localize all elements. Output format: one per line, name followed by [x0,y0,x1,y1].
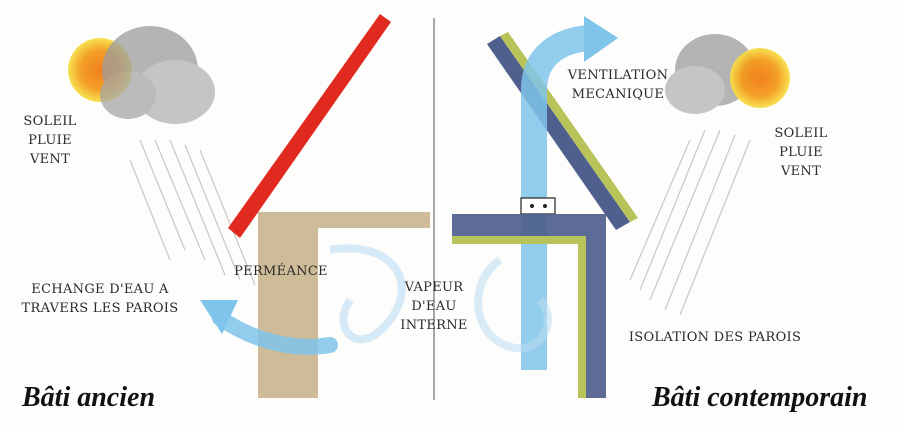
water-exchange-label: ECHANGE D'EAU A TRAVERS LES PAROIS [4,280,196,318]
right-sun-icon [730,48,790,108]
ventilation-fixture [521,198,555,214]
title-traditional: Bâti ancien [22,382,155,414]
permeance-label: PERMÉANCE [216,262,346,281]
right-weather-label: SOLEIL PLUIE VENT [756,124,846,181]
contemporary-roof-insulation [500,32,638,222]
left-weather-label: SOLEIL PLUIE VENT [10,112,90,169]
traditional-roof [228,14,391,238]
left-cloud-icon [100,26,215,124]
ventilation-arrowhead [584,16,618,62]
vapour-label: VAPEUR D'EAU INTERNE [380,278,488,335]
right-rain-icon [630,130,750,315]
ventilation-label: VENTILATION MECANIQUE [548,66,688,104]
title-contemporary: Bâti contemporain [652,382,867,414]
insulation-label: ISOLATION DES PAROIS [610,328,820,347]
